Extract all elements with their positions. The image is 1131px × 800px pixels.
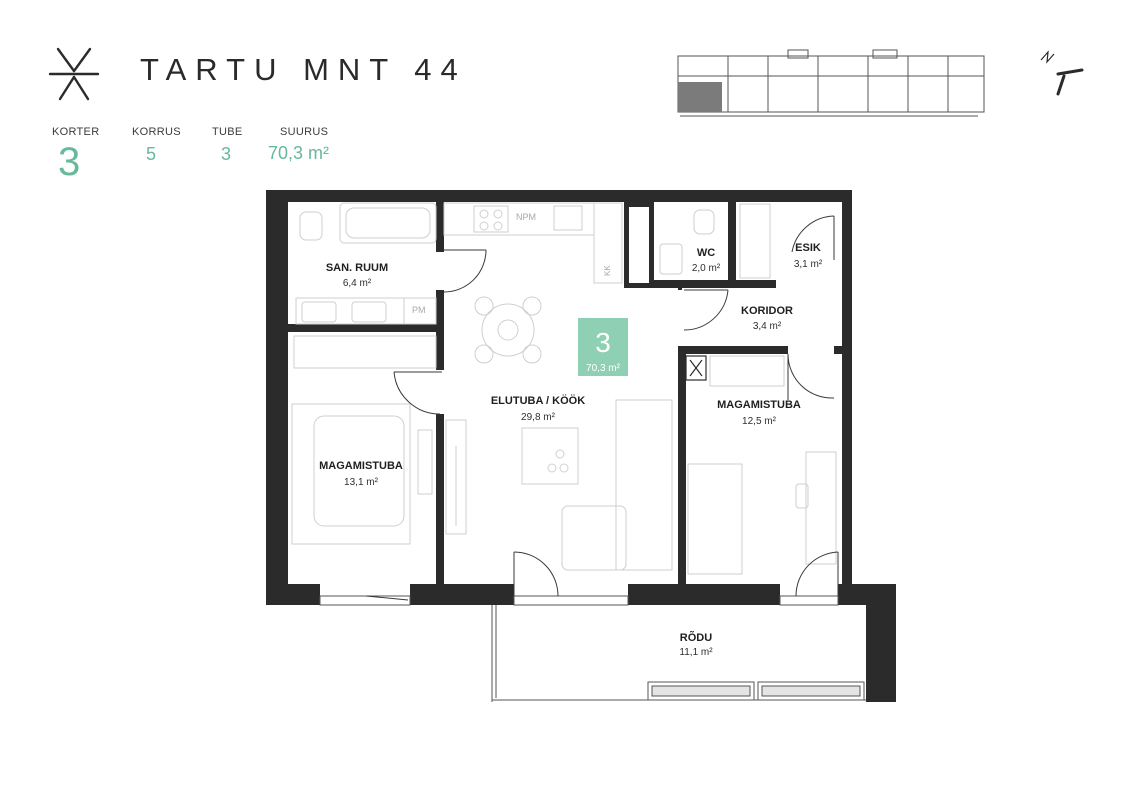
floor-keyplan [677,49,985,117]
badge-number: 3 [595,327,611,358]
project-title: TARTU MNT 44 [140,52,467,87]
room-name-magamistuba-right: MAGAMISTUBA [717,399,801,411]
room-area-magamistuba-right: 12,5 m² [742,416,777,427]
room-name-magamistuba-left: MAGAMISTUBA [319,460,403,472]
stat-label-korter: KORTER [52,126,100,138]
room-name-koridor: KORIDOR [741,305,793,317]
fixture-label-pm: PM [412,305,426,315]
room-area-rodu: 11,1 m² [679,647,713,658]
brand-logo-icon [48,47,100,101]
room-name-esik: ESIK [795,242,821,254]
room-area-magamistuba-left: 13,1 m² [344,477,379,488]
stat-value-tube: 3 [221,144,232,164]
room-area-koridor: 3,4 m² [753,321,782,332]
stat-value-korrus: 5 [146,144,157,164]
room-name-san-ruum: SAN. RUUM [326,262,388,274]
stat-label-tube: TUBE [212,126,243,138]
fixture-label-kk: KK [603,265,612,276]
room-area-esik: 3,1 m² [794,259,823,270]
room-area-wc: 2,0 m² [692,263,721,274]
room-area-san-ruum: 6,4 m² [343,278,372,289]
room-name-rodu: RÕDU [680,631,712,644]
stat-value-suurus: 70,3 m² [268,143,330,163]
stat-label-korrus: KORRUS [132,126,181,138]
badge-area: 70,3 m² [586,363,621,374]
room-name-wc: WC [697,247,715,259]
north-arrow-icon [1040,50,1084,96]
room-area-elutuba: 29,8 m² [521,412,556,423]
apartment-badge [578,318,628,376]
stat-label-suurus: SUURUS [280,126,329,138]
stat-value-korter: 3 [58,140,81,184]
fixture-label-npm: NPM [516,212,536,222]
room-name-elutuba: ELUTUBA / KÖÖK [491,394,585,407]
